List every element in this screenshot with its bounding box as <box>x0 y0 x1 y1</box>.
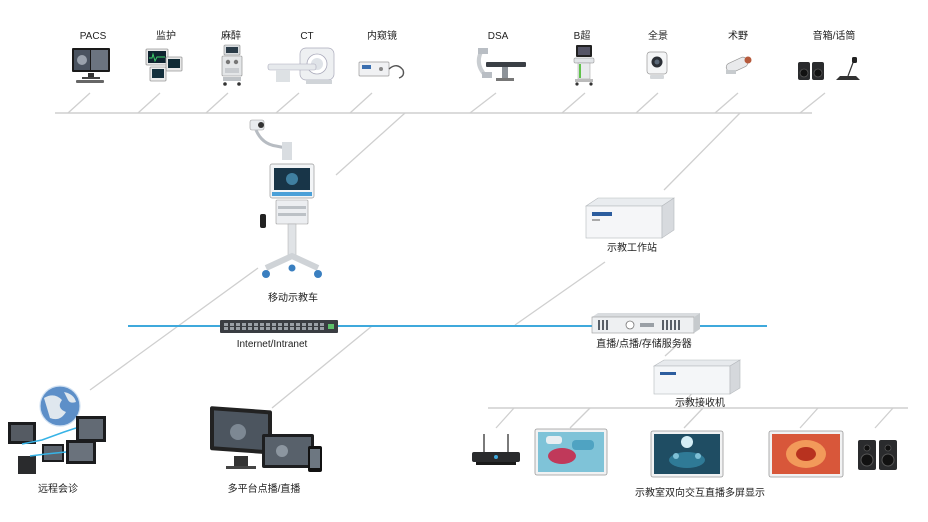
label-monitor: 监护 <box>156 31 176 42</box>
label-ultrasound: B超 <box>573 31 591 42</box>
endoscope-icon <box>358 61 405 79</box>
multiplatform-devices-icon <box>210 406 322 472</box>
label-switch: Internet/Intranet <box>236 339 308 350</box>
panoramic-camera-icon <box>646 51 668 79</box>
diagonal-links <box>89 112 741 409</box>
top-device-drops <box>67 92 826 114</box>
label-server: 直播/点播/存储服务器 <box>596 339 692 350</box>
network-switch-icon <box>220 320 338 333</box>
surgical-field-camera-icon <box>725 56 752 74</box>
ct-scanner-icon <box>267 47 335 84</box>
label-surgical-field: 术野 <box>728 31 748 42</box>
pacs-monitor-icon <box>72 48 110 83</box>
anesthesia-machine-icon <box>221 44 243 86</box>
remote-consultation-icon <box>8 385 106 474</box>
label-ct: CT <box>300 31 314 42</box>
surgery-display-1-icon <box>534 428 608 476</box>
classroom-speakers-icon <box>858 440 897 470</box>
label-dsa: DSA <box>487 31 509 42</box>
dsa-machine-icon <box>476 48 526 81</box>
ultrasound-cart-icon <box>573 45 595 86</box>
bottom-device-drops <box>495 407 894 429</box>
surgery-display-3-icon <box>768 430 844 478</box>
label-mobile-cart: 移动示教车 <box>268 293 318 304</box>
surgery-display-2-icon <box>650 430 724 478</box>
speaker-microphone-icon <box>798 57 860 80</box>
label-remote: 远程会诊 <box>38 484 78 495</box>
label-panoramic: 全景 <box>648 31 668 42</box>
mobile-teaching-cart-icon <box>249 119 322 278</box>
label-endoscope: 内窥镜 <box>367 31 397 42</box>
teaching-receiver-icon <box>652 359 742 395</box>
wireless-microphone-icon <box>472 434 520 465</box>
label-speaker-mic: 音箱/话筒 <box>812 31 856 42</box>
label-anesthesia: 麻醉 <box>221 31 241 42</box>
label-receiver: 示教接收机 <box>675 398 725 409</box>
streaming-server-icon <box>591 313 700 334</box>
teaching-workstation-icon <box>585 197 675 239</box>
label-workstation: 示教工作站 <box>607 243 657 254</box>
label-multiplatform: 多平台点播/直播 <box>227 484 301 495</box>
label-classroom: 示教室双向交互直播多屏显示 <box>635 488 765 499</box>
label-pacs: PACS <box>79 31 107 42</box>
patient-monitor-icon <box>145 48 183 82</box>
